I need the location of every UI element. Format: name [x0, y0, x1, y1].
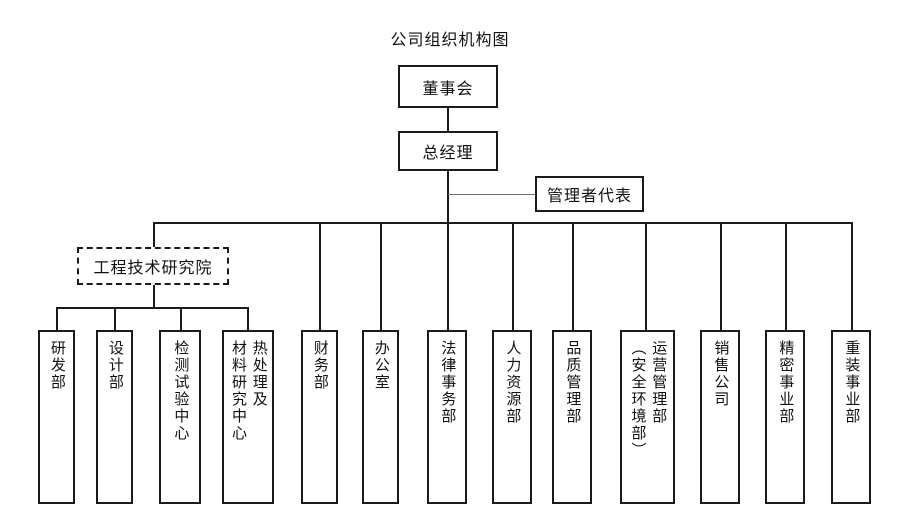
stem-dept-0 — [319, 222, 321, 330]
leaf-box-operations[interactable]: （安全环境部） 运营管理部 — [620, 330, 675, 504]
connector-gm-stem — [447, 171, 449, 224]
leaf-label-hr: 人力资源部 — [504, 340, 521, 425]
leaf-label-sales: 销售公司 — [712, 340, 729, 408]
node-board-label: 董事会 — [422, 80, 474, 98]
stem-dept-4 — [572, 222, 574, 330]
leaf-box-design[interactable]: 设计部 — [96, 330, 133, 504]
connector-board-to-gm — [447, 108, 449, 131]
stem-institute-child-0 — [56, 307, 58, 330]
leaf-box-test-center[interactable]: 检测试验中心 — [159, 330, 201, 504]
stem-dept-3 — [512, 222, 514, 330]
leaf-box-office[interactable]: 办公室 — [362, 330, 399, 504]
main-bus — [153, 222, 853, 224]
node-gm[interactable]: 总经理 — [398, 131, 498, 171]
leaf-box-legal[interactable]: 法律事务部 — [427, 330, 467, 504]
leaf-label-test-center: 检测试验中心 — [172, 340, 189, 442]
stem-dept-1 — [380, 222, 382, 330]
leaf-label-heat-materials-col1: 热处理及 — [250, 340, 267, 408]
page-title: 公司组织机构图 — [390, 32, 510, 49]
leaf-label-heavy-equipment: 重装事业部 — [843, 340, 860, 425]
leaf-label-legal: 法律事务部 — [439, 340, 456, 425]
leaf-label-design: 设计部 — [106, 340, 123, 391]
leaf-label-precision: 精密事业部 — [777, 340, 794, 425]
leaf-box-heat-materials[interactable]: 材料研究中心 热处理及 — [222, 330, 274, 504]
stem-research-institute — [153, 222, 155, 247]
leaf-box-quality[interactable]: 品质管理部 — [552, 330, 592, 504]
stem-dept-5 — [645, 222, 647, 330]
leaf-label-heat-materials-col2: 材料研究中心 — [230, 340, 246, 442]
node-research-institute[interactable]: 工程技术研究院 — [77, 247, 229, 285]
leaf-label-operations-col1: 运营管理部 — [650, 340, 667, 425]
leaf-label-quality: 品质管理部 — [564, 340, 581, 425]
connector-institute-stem — [153, 285, 155, 308]
stem-dept-6 — [720, 222, 722, 330]
stem-dept-2 — [447, 222, 449, 330]
stem-dept-8 — [851, 222, 853, 330]
leaf-box-precision[interactable]: 精密事业部 — [765, 330, 805, 504]
node-research-institute-label: 工程技术研究院 — [93, 260, 213, 277]
leaf-box-heavy-equipment[interactable]: 重装事业部 — [831, 330, 871, 504]
leaf-box-sales[interactable]: 销售公司 — [700, 330, 740, 504]
node-mgmt-rep[interactable]: 管理者代表 — [535, 176, 644, 212]
stem-institute-child-3 — [247, 307, 249, 330]
leaf-label-finance: 财务部 — [311, 340, 328, 391]
leaf-label-office: 办公室 — [372, 340, 389, 391]
stem-institute-child-2 — [180, 307, 182, 330]
leaf-label-research-dev: 研发部 — [48, 340, 65, 391]
stem-dept-7 — [785, 222, 787, 330]
leaf-box-hr[interactable]: 人力资源部 — [492, 330, 532, 504]
institute-sub-bus — [56, 307, 248, 309]
node-mgmt-rep-label: 管理者代表 — [546, 188, 632, 205]
node-gm-label: 总经理 — [422, 145, 474, 162]
leaf-box-finance[interactable]: 财务部 — [301, 330, 338, 504]
leaf-box-research-dev[interactable]: 研发部 — [38, 330, 75, 504]
connector-gm-to-mgmt-rep — [448, 194, 536, 195]
node-board[interactable]: 董事会 — [398, 65, 498, 108]
stem-institute-child-1 — [114, 307, 116, 330]
leaf-label-operations-col2: （安全环境部） — [629, 340, 646, 459]
